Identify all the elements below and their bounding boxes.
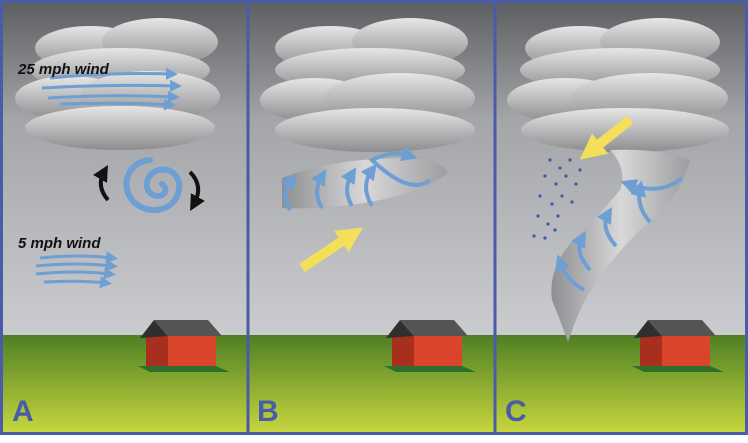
cloud-icon <box>260 18 475 152</box>
lower-wind-label: 5 mph wind <box>18 236 101 251</box>
panel-label-b: B <box>257 397 279 427</box>
upper-wind-label: 25 mph wind <box>18 62 109 77</box>
panel-label-c: C <box>505 397 527 427</box>
panel-label-a: A <box>12 397 34 427</box>
panel-b <box>249 3 494 432</box>
panel-c <box>496 3 745 432</box>
